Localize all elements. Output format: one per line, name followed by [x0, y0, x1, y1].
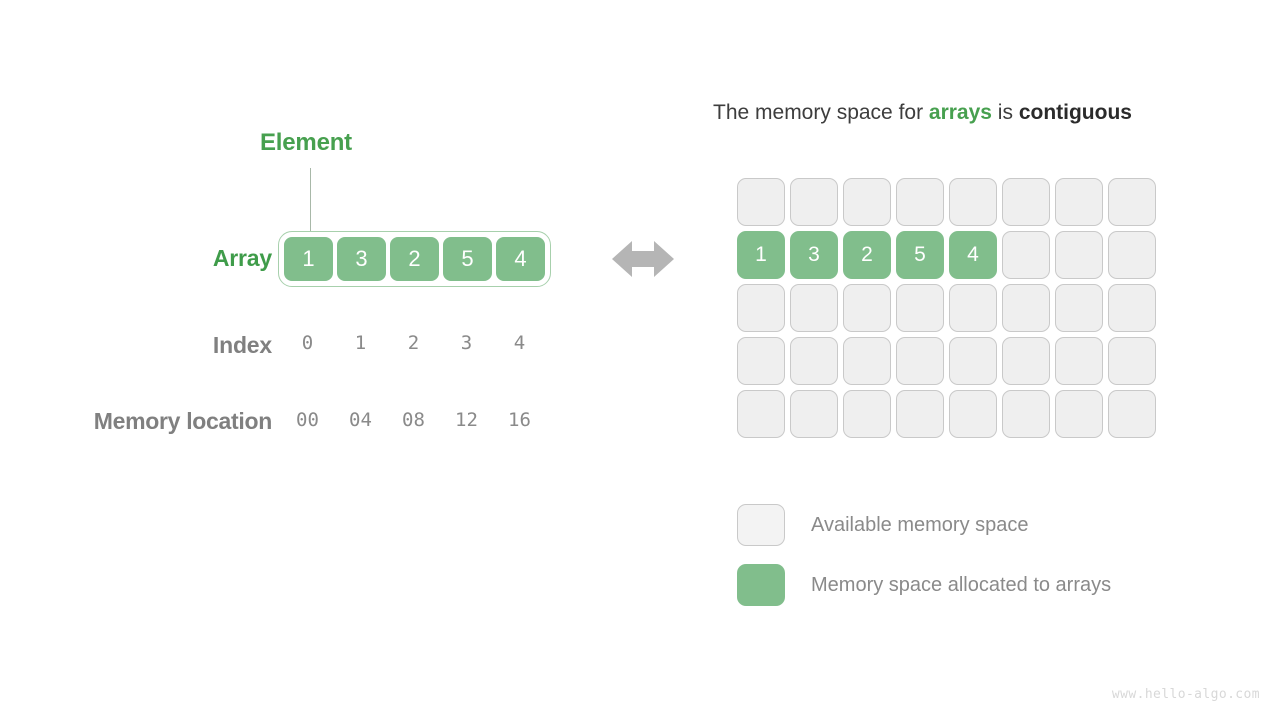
memory-grid-row [737, 178, 1156, 226]
memory-grid-row [737, 284, 1156, 332]
memory-location-value: 04 [349, 409, 372, 431]
index-row-label: Index [212, 332, 272, 358]
legend-label-available: Available memory space [811, 513, 1029, 536]
legend-item-available: Available memory space [737, 495, 1111, 555]
memory-location-value-row: 00 04 08 12 16 [281, 409, 546, 431]
memory-grid: 1 3 2 5 4 [737, 178, 1156, 438]
memory-cell-free [1108, 390, 1156, 438]
memory-location-value: 08 [402, 409, 425, 431]
memory-grid-row [737, 390, 1156, 438]
memory-cell-free [843, 390, 891, 438]
legend-label-allocated: Memory space allocated to arrays [811, 573, 1112, 596]
memory-cell-free [737, 178, 785, 226]
memory-title-highlight-contiguous: contiguous [1018, 101, 1132, 124]
array-cell: 1 [282, 235, 335, 283]
memory-legend: Available memory space Memory space allo… [737, 495, 1111, 615]
memory-cell-free [1108, 231, 1156, 279]
memory-cell-free [1055, 231, 1103, 279]
memory-layout-panel: The memory space for arrays is contiguou… [700, 0, 1280, 720]
memory-cell-free [949, 178, 997, 226]
memory-location-row-label: Memory location [93, 408, 273, 434]
memory-location-value: 16 [508, 409, 531, 431]
memory-title-part1: The memory space for [713, 101, 929, 124]
element-callout-label: Element [260, 129, 352, 156]
memory-cell-free [1108, 337, 1156, 385]
memory-cell-free [1055, 284, 1103, 332]
memory-cell-free [949, 390, 997, 438]
index-value: 0 [301, 332, 314, 354]
memory-cell-allocated: 2 [843, 231, 891, 279]
double-arrow-icon [612, 241, 674, 277]
memory-cell-free [843, 178, 891, 226]
memory-cell-free [737, 284, 785, 332]
memory-grid-row [737, 337, 1156, 385]
memory-cell-free [1055, 178, 1103, 226]
legend-item-allocated: Memory space allocated to arrays [737, 555, 1111, 615]
memory-grid-row: 1 3 2 5 4 [737, 231, 1156, 279]
memory-cell-free [1002, 178, 1050, 226]
watermark: www.hello-algo.com [1111, 687, 1260, 702]
index-value: 2 [407, 332, 420, 354]
memory-cell-free [1002, 231, 1050, 279]
memory-cell-free [1055, 390, 1103, 438]
memory-cell-free [1002, 337, 1050, 385]
memory-cell-free [737, 390, 785, 438]
memory-cell-free [843, 284, 891, 332]
memory-cell-free [896, 390, 944, 438]
array-container: 1 3 2 5 4 [278, 231, 551, 287]
memory-cell-free [949, 284, 997, 332]
index-value: 1 [354, 332, 367, 354]
legend-swatch-allocated [737, 564, 785, 606]
memory-cell-allocated: 1 [737, 231, 785, 279]
memory-cell-free [1108, 284, 1156, 332]
array-cell: 2 [388, 235, 441, 283]
memory-cell-free [896, 178, 944, 226]
legend-swatch-free [737, 504, 785, 546]
memory-cell-free [1055, 337, 1103, 385]
memory-location-value: 00 [296, 409, 319, 431]
memory-cell-free [949, 337, 997, 385]
memory-cell-free [1002, 284, 1050, 332]
memory-title-highlight-arrays: arrays [928, 101, 992, 124]
memory-title-part2: is [991, 101, 1019, 124]
array-cell: 5 [441, 235, 494, 283]
memory-cell-free [843, 337, 891, 385]
memory-cell-free [790, 284, 838, 332]
index-value: 3 [460, 332, 473, 354]
array-cell: 4 [494, 235, 547, 283]
array-cell: 3 [335, 235, 388, 283]
memory-cell-free [1108, 178, 1156, 226]
element-callout-leader-line [310, 168, 311, 240]
memory-cell-free [790, 390, 838, 438]
memory-location-value: 12 [455, 409, 478, 431]
memory-title: The memory space for arrays is contiguou… [713, 101, 1132, 125]
index-value: 4 [513, 332, 526, 354]
memory-cell-free [790, 178, 838, 226]
memory-cell-free [896, 284, 944, 332]
memory-cell-free [1002, 390, 1050, 438]
memory-cell-allocated: 3 [790, 231, 838, 279]
memory-cell-free [896, 337, 944, 385]
index-value-row: 0 1 2 3 4 [281, 332, 546, 354]
array-structure-panel: Element Array 1 3 2 5 4 Index 0 1 2 3 4 … [0, 0, 600, 720]
memory-cell-allocated: 5 [896, 231, 944, 279]
memory-cell-allocated: 4 [949, 231, 997, 279]
memory-cell-free [737, 337, 785, 385]
array-row-label: Array [212, 245, 272, 271]
memory-cell-free [790, 337, 838, 385]
